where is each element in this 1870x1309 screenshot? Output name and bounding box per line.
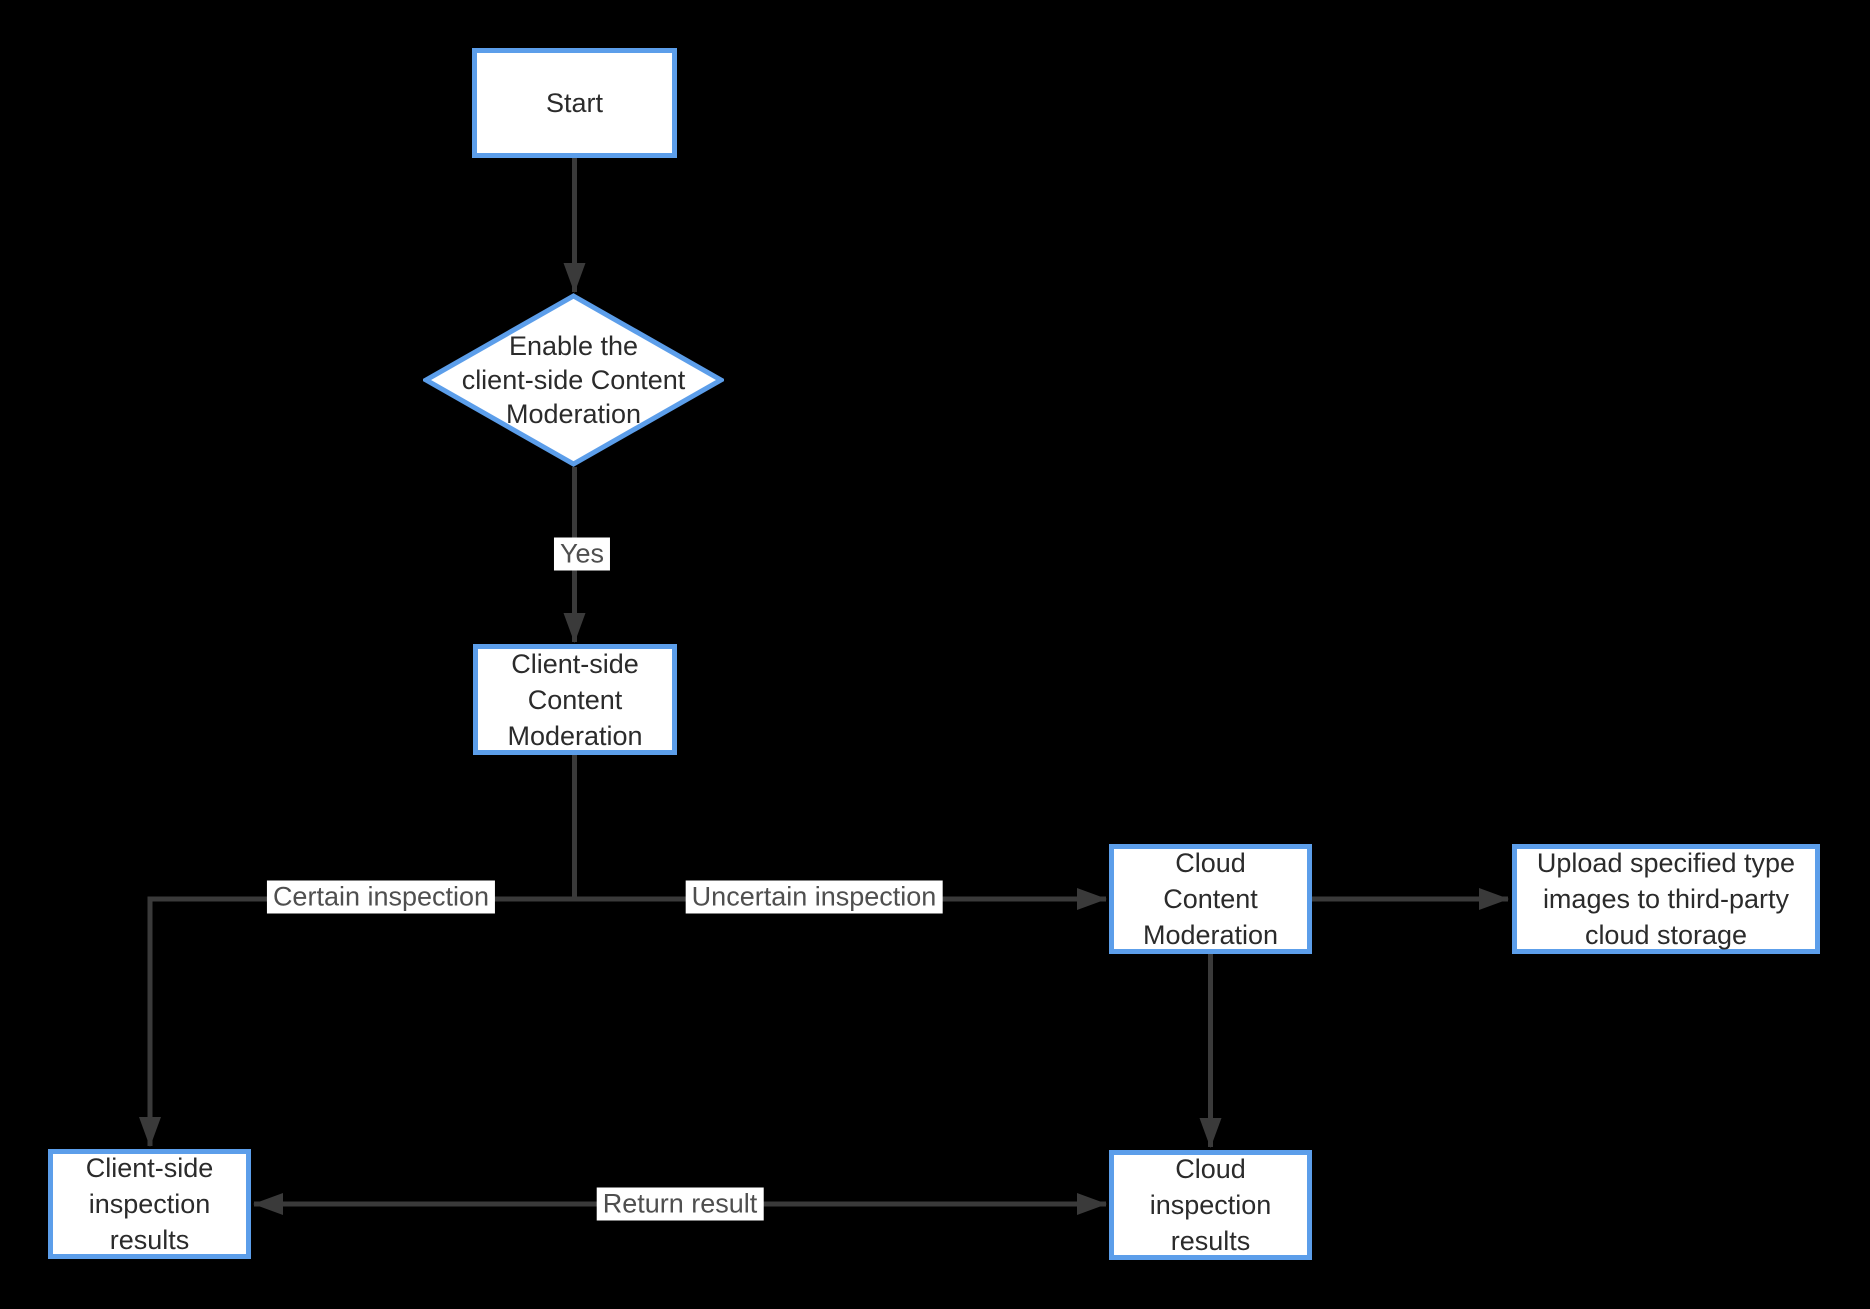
edge-label-uncertain-inspection: Uncertain inspection	[685, 880, 943, 914]
edge-label-yes: Yes	[553, 537, 611, 571]
node-upload-storage-label: Upload specified type images to third-pa…	[1536, 848, 1796, 950]
node-decision: Enable the client-side Content Moderatio…	[423, 293, 724, 467]
edge-client-moderation-to-client-results	[139, 755, 577, 1147]
node-cloud-moderation: Cloud Content Moderation	[1109, 844, 1312, 954]
node-upload-storage: Upload specified type images to third-pa…	[1512, 844, 1820, 954]
node-cloud-moderation-label: Cloud Content Moderation	[1142, 848, 1279, 950]
node-cloud-results-label: Cloud inspection results	[1149, 1154, 1272, 1256]
node-client-moderation-label: Client-side Content Moderation	[507, 648, 643, 751]
node-client-results: Client-side inspection results	[48, 1149, 251, 1259]
node-client-results-label: Client-side inspection results	[85, 1153, 214, 1255]
node-cloud-results: Cloud inspection results	[1109, 1150, 1312, 1260]
decision-diamond-shape	[423, 293, 724, 467]
node-decision-label: Enable the client-side Content Moderatio…	[461, 331, 686, 429]
node-start-label: Start	[545, 88, 604, 118]
node-client-moderation: Client-side Content Moderation	[473, 644, 677, 755]
node-start: Start	[472, 48, 677, 158]
edge-label-certain-inspection: Certain inspection	[266, 880, 496, 914]
edge-label-return-result: Return result	[596, 1187, 764, 1221]
